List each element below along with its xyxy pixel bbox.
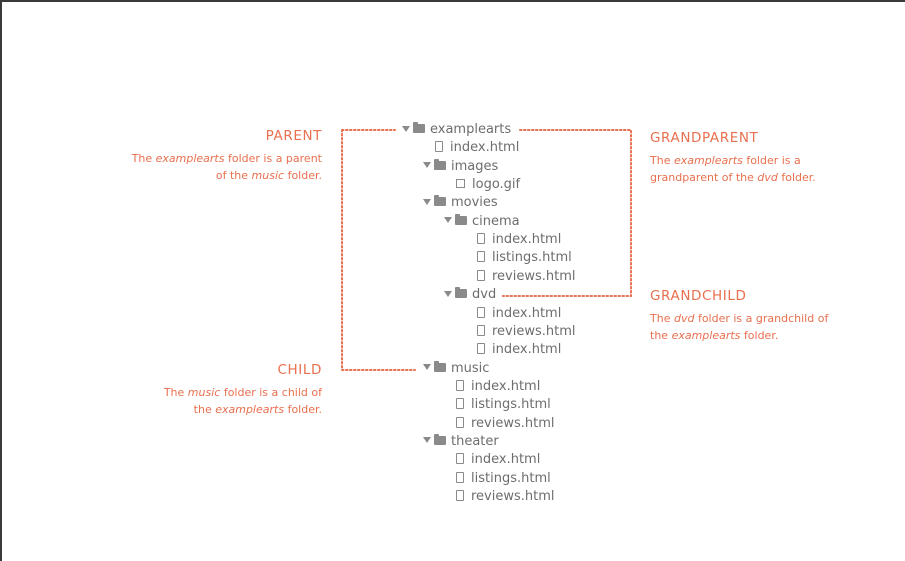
file-icon [456,490,464,501]
tree-item-label: cinema [472,213,520,229]
tree-item-label: index.html [492,232,562,248]
tree-folder-row[interactable]: dvd [444,286,496,304]
parent-child-connector [341,129,416,371]
file-icon [435,141,443,153]
tree-item-label: logo.gif [472,177,521,193]
tree-item-label: listings.html [492,250,572,266]
tree-item-label: dvd [472,287,497,303]
folder-icon [455,213,467,225]
parent-description: The examplearts folder is a parent of th… [131,152,322,182]
folder-icon [434,158,446,170]
tree-file-row[interactable]: reviews.html [456,488,555,506]
grandchild-label: GRANDCHILD The dvd folder is a grandchil… [650,288,830,344]
file-icon [477,343,485,355]
tree-item-label: index.html [471,378,541,394]
grandparent-grandchild-connector [502,129,632,297]
file-icon [477,306,485,318]
tree-file-row[interactable]: logo.gif [456,176,520,194]
tree-file-row[interactable]: index.html [456,378,540,396]
tree-item-label: examplearts [430,122,512,137]
tree-file-row[interactable]: index.html [477,231,561,249]
expand-arrow-icon[interactable] [423,162,431,169]
file-icon [477,269,485,281]
tree-item-label: index.html [450,140,520,156]
expand-arrow-icon[interactable] [423,437,431,444]
tree-file-row[interactable]: index.html [456,451,540,469]
file-icon [477,233,485,245]
child-label: CHILD The music folder is a child of the… [162,362,322,418]
frame-top-border [0,0,905,2]
folder-icon [434,360,446,372]
tree-file-row[interactable]: index.html [477,305,561,323]
tree-folder-row[interactable]: examplearts [402,121,511,139]
tree-folder-row[interactable]: music [423,360,489,378]
file-icon [456,453,464,465]
tree-item-label: reviews.html [492,323,576,339]
tree-item-label: listings.html [471,397,551,413]
file-icon [477,324,485,336]
tree-item-label: theater [451,433,499,449]
folder-icon [413,122,425,133]
grandchild-description: The dvd folder is a grandchild of the ex… [650,312,829,342]
tree-file-row[interactable]: reviews.html [477,323,576,341]
frame-left-border [0,0,2,561]
tree-file-row[interactable]: reviews.html [456,415,555,433]
tree-file-row[interactable]: index.html [477,341,561,359]
tree-item-label: reviews.html [492,268,576,284]
file-icon [456,398,464,410]
tree-item-label: images [451,158,499,174]
tree-item-label: reviews.html [471,489,555,504]
folder-icon [434,433,446,445]
tree-file-row[interactable]: listings.html [456,396,551,414]
tree-item-label: index.html [492,305,562,321]
file-icon [456,471,464,483]
expand-arrow-icon[interactable] [402,125,410,132]
parent-title: PARENT [265,128,322,144]
grandparent-label: GRANDPARENT The examplearts folder is a … [650,130,830,186]
expand-arrow-icon[interactable] [444,290,452,297]
expand-arrow-icon[interactable] [444,217,452,224]
tree-folder-row[interactable]: cinema [444,213,520,231]
tree-folder-row[interactable]: theater [423,433,499,451]
tree-item-label: reviews.html [471,415,555,431]
file-icon [456,416,464,428]
expand-arrow-icon[interactable] [423,198,431,205]
tree-file-row[interactable]: index.html [435,139,519,157]
child-description: The music folder is a child of the examp… [163,386,322,416]
expand-arrow-icon[interactable] [423,364,431,371]
image-file-icon [456,179,465,189]
tree-item-label: listings.html [471,470,551,486]
tree-item-label: music [451,360,490,376]
file-icon [477,251,485,263]
tree-file-row[interactable]: listings.html [477,249,572,267]
tree-file-row[interactable]: reviews.html [477,268,576,286]
grandchild-title: GRANDCHILD [650,288,747,304]
tree-file-row[interactable]: listings.html [456,470,551,488]
tree-folder-row[interactable]: movies [423,194,498,212]
tree-item-label: index.html [492,342,562,358]
folder-icon [434,195,446,207]
tree-item-label: index.html [471,452,541,468]
grandparent-description: The examplearts folder is a grandparent … [650,154,816,184]
tree-folder-row[interactable]: images [423,158,498,176]
parent-label: PARENT The examplearts folder is a paren… [122,128,322,184]
tree-item-label: movies [451,195,498,211]
folder-icon [455,287,467,299]
grandparent-title: GRANDPARENT [650,130,759,146]
file-icon [456,379,464,391]
child-title: CHILD [277,362,322,378]
